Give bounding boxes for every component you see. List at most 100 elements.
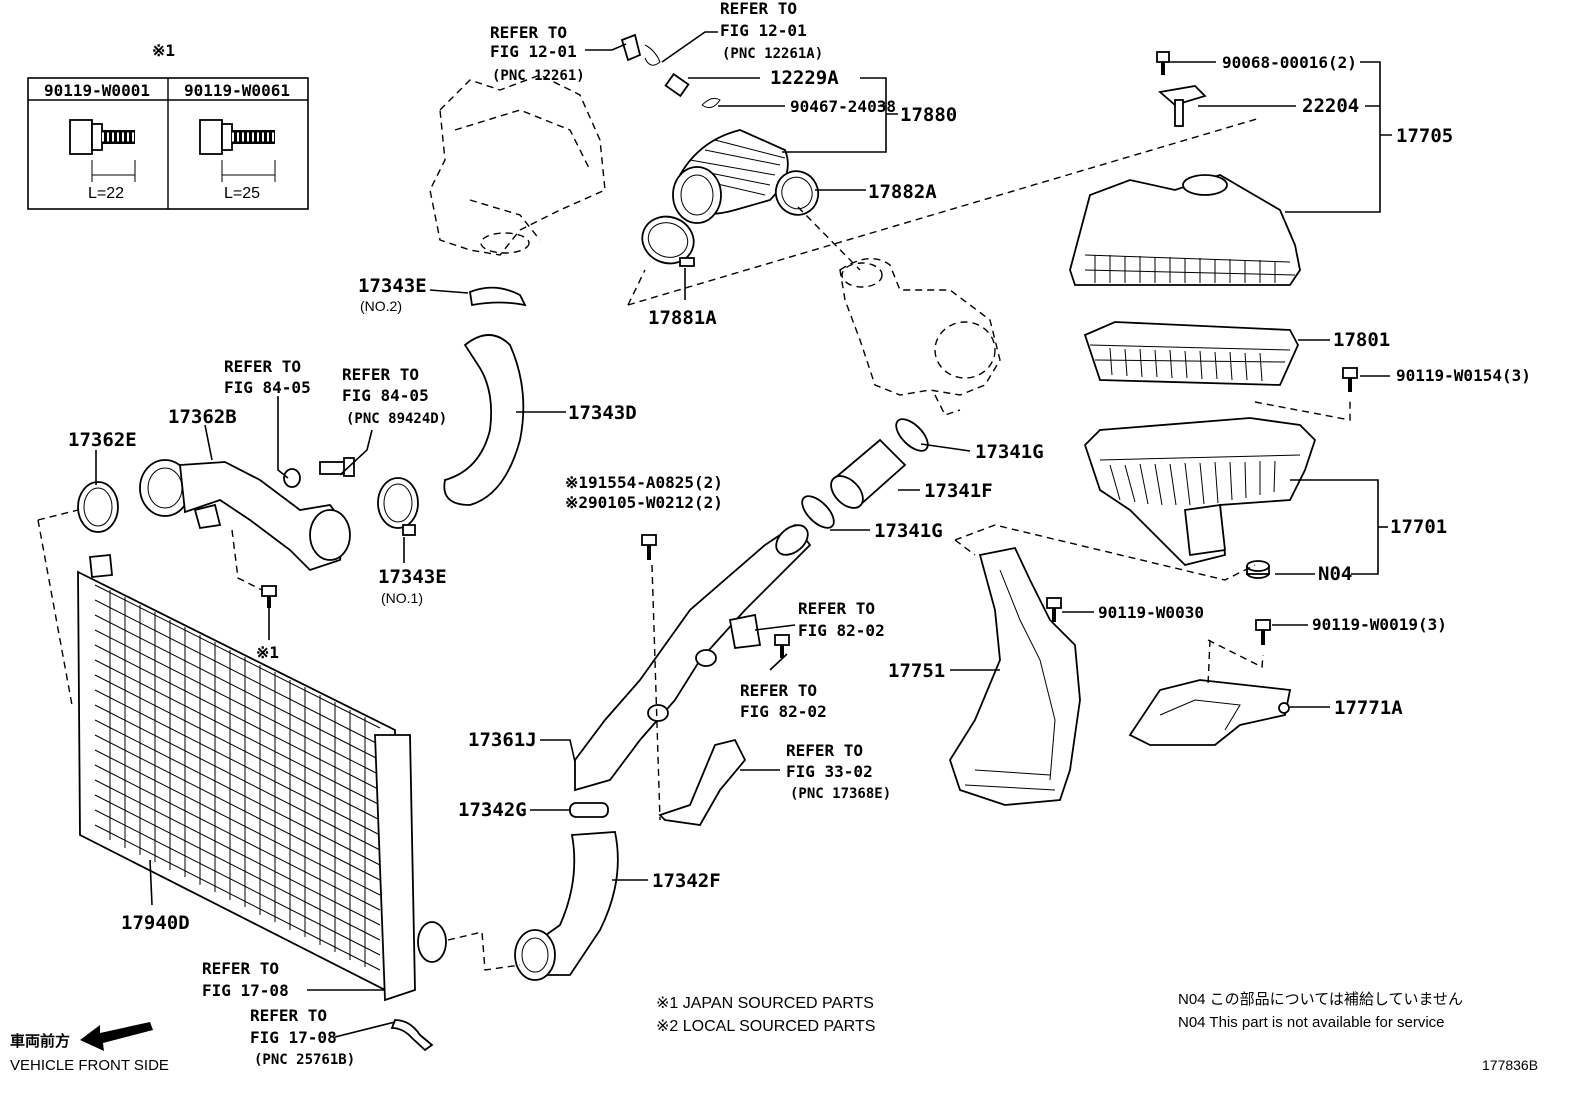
hose-17342F [514,831,619,981]
footnote-local-sourced: ※2 LOCAL SOURCED PARTS [656,1018,875,1035]
bracket-17368E [658,738,747,826]
hose-clamp-17342G [569,802,609,818]
hose-clamp-17362E [77,481,119,533]
local-bolt-note-2: ※290105-W0212(2) [565,493,723,512]
part-number-17341G: 17341G [874,520,943,542]
reference-12-01-pnc-12261A: REFER TO FIG 12-01 (PNC 12261A) [720,0,823,62]
part-number-17705: 17705 [1396,125,1453,147]
part-number-90119-W0019: 90119-W0019(3) [1312,615,1447,634]
reference-84-05-pnc-89424D: REFER TO FIG 84-05 (PNC 89424D) [342,365,447,427]
part-number-17343D: 17343D [568,402,637,424]
inlet-duct-17751 [949,546,1081,806]
part-number-12229A: 12229A [770,67,839,89]
refer-line: REFER TO [224,357,301,376]
bolt-icon [69,119,136,182]
part-number-17343E-no1: 17343E [378,566,447,588]
hose-clamp-17882A [774,170,820,216]
part-number-17751: 17751 [888,660,945,682]
hose-fitting-12229A [620,33,721,109]
legend-len1: L=22 [88,185,124,202]
reference-12-01-pnc-12261: REFER TO FIG 12-01 (PNC 12261) [490,23,585,84]
reference-82-02-a: REFER TO FIG 82-02 [798,599,885,640]
screw-90068-00016 [1156,51,1170,75]
air-flow-sensor-22204 [1157,85,1207,127]
part-number-90068-00016: 90068-00016(2) [1222,53,1357,72]
bolt-90119-W0154 [1342,367,1358,392]
grommet-N04 [1246,560,1270,579]
refer-line: REFER TO [740,681,817,700]
hose-clamp-17343E-no1 [377,477,419,536]
legend-len2: L=25 [224,185,260,202]
air-cleaner-cap-17705 [1069,174,1301,286]
refer-pnc: (PNC 12261) [492,68,585,84]
refer-fig: FIG 12-01 [720,21,807,40]
figure-id: 177836B [1482,1057,1538,1073]
reference-17-08-a: REFER TO FIG 17-08 [202,959,289,1000]
refer-line: REFER TO [490,23,567,42]
arrow-left-icon [80,1022,153,1051]
front-label-jp: 車両前方 [10,1032,70,1050]
refer-pnc: (PNC 12261A) [722,46,823,62]
hose-clamp-17341G-upper [895,418,929,452]
hose-25761B [390,1019,434,1052]
refer-fig: FIG 82-02 [740,702,827,721]
part-number-17881A: 17881A [648,307,717,329]
bolt-icon [199,119,276,182]
part-number-17341F: 17341F [924,480,993,502]
reference-82-02-b: REFER TO FIG 82-02 [740,681,827,721]
part-number-90467-24038: 90467-24038 [790,97,896,116]
refer-pnc: (PNC 17368E) [790,786,891,802]
air-cleaner-case-17701 [1083,417,1317,566]
air-filter-element-17801 [1083,321,1300,386]
refer-line: REFER TO [786,741,863,760]
bolt-legend-table: ※1 90119-W0001 90119-W0061 L=22 L=25 [27,41,309,210]
leader-lines [95,31,1392,1038]
hose-clamp-17343E-no2 [469,286,527,307]
legend-mark: ※1 [152,41,175,60]
refer-line: REFER TO [250,1006,327,1025]
bolt-local [641,534,790,658]
part-number-17701: 17701 [1390,516,1447,538]
turbocharger-reference [839,257,1001,416]
footnote-n04-en: N04 This part is not available for servi… [1178,1014,1445,1031]
bolt-90119-W0019 [1255,619,1271,645]
part-number-17882A: 17882A [868,181,937,203]
refer-fig: FIG 33-02 [786,762,873,781]
bolt-90119-W0030 [1046,597,1062,622]
part-number-17362E: 17362E [68,429,137,451]
bracket-17771A [1128,679,1292,746]
front-label-en: VEHICLE FRONT SIDE [10,1057,169,1074]
part-number-17343E-no2: 17343E [358,275,427,297]
refer-pnc: (PNC 25761B) [254,1052,355,1068]
reference-17-08-pnc-25761B: REFER TO FIG 17-08 (PNC 25761B) [250,1006,355,1068]
refer-line: REFER TO [720,0,797,18]
intercooler-17940D [77,554,447,1002]
refer-fig: FIG 17-08 [250,1028,337,1047]
part-number-17771A: 17771A [1334,697,1403,719]
intake-manifold-reference [429,74,606,256]
footnote-n04-jp: N04 この部品については補給していません [1178,991,1463,1008]
part-sub-no2: (NO.2) [360,298,402,314]
reference-84-05: REFER TO FIG 84-05 [224,357,311,397]
mark-japan-sourced: ※1 [256,643,279,662]
part-number-17801: 17801 [1333,329,1390,351]
refer-line: REFER TO [798,599,875,618]
hose-clamp-17881A [641,215,695,267]
hose-clamp-17341G-lower [801,495,835,529]
hose-17343D [443,334,525,506]
part-number-17342F: 17342F [652,870,721,892]
refer-line: REFER TO [202,959,279,978]
refer-pnc: (PNC 89424D) [346,411,447,427]
refer-fig: FIG 84-05 [342,386,429,405]
reference-33-02: REFER TO FIG 33-02 (PNC 17368E) [786,741,891,802]
part-number-17361J: 17361J [468,729,537,751]
legend-col2: 90119-W0061 [184,81,290,100]
part-number-17341G: 17341G [975,441,1044,463]
local-bolt-note-1: ※191554-A0825(2) [565,473,723,492]
intercooler-pipe-17362B [139,459,351,572]
part-number-17880: 17880 [900,104,957,126]
part-number-17362B: 17362B [168,406,237,428]
refer-line: REFER TO [342,365,419,384]
refer-fig: FIG 82-02 [798,621,885,640]
hose-17341F [830,438,907,509]
